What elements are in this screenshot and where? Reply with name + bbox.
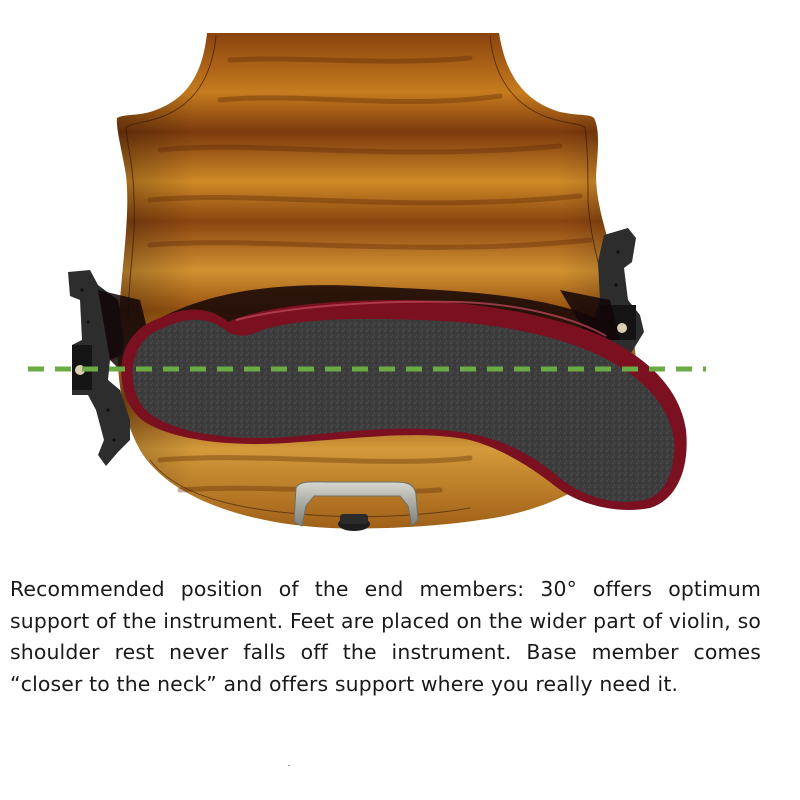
stray-pixel xyxy=(288,765,290,766)
product-photo xyxy=(28,33,706,531)
caption-text: Recommended position of the end members:… xyxy=(10,577,761,696)
shoulder-rest xyxy=(121,300,687,510)
right-foot xyxy=(560,228,644,358)
violin-shoulder-rest-illustration xyxy=(28,33,706,531)
chin-rest-clamp xyxy=(293,481,419,531)
